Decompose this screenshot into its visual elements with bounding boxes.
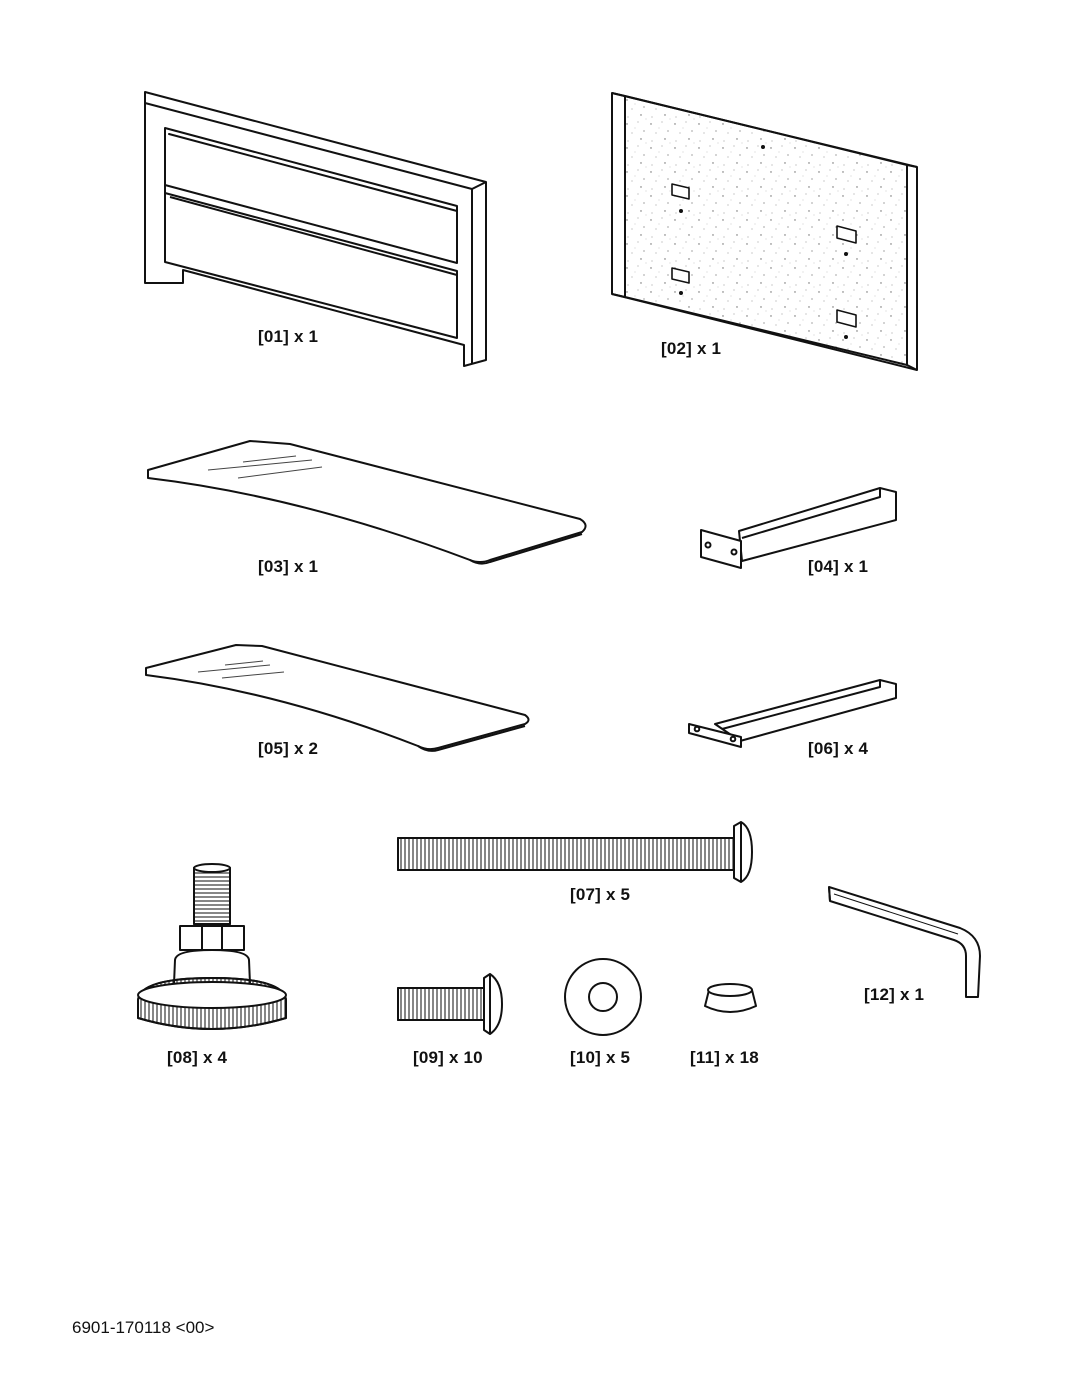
part-label-03: [03] x 1 — [258, 557, 319, 576]
part-10-washer — [564, 958, 642, 1036]
part-label-12: [12] x 1 — [864, 985, 925, 1004]
document-code: 6901-170118 <00> — [72, 1318, 215, 1337]
part-09-short-bolt — [397, 973, 503, 1035]
part-08-leveling-foot — [137, 863, 287, 1030]
part-label-05: [05] x 2 — [258, 739, 319, 758]
part-label-10: [10] x 5 — [570, 1048, 631, 1067]
part-12-hex-key — [828, 886, 981, 998]
part-04-bracket — [700, 487, 897, 569]
part-05-small-glass-shelf — [145, 644, 530, 752]
part-label-07: [07] x 5 — [570, 885, 631, 904]
part-label-01: [01] x 1 — [258, 327, 319, 346]
part-11-bumper-cap — [704, 983, 757, 1013]
part-label-02: [02] x 1 — [661, 339, 722, 358]
part-label-04: [04] x 1 — [808, 557, 869, 576]
part-07-long-bolt — [397, 821, 753, 883]
part-01-frame — [144, 91, 487, 367]
part-06-short-bracket — [688, 679, 897, 748]
part-03-large-glass-shelf — [147, 440, 587, 565]
part-02-back-panel — [611, 92, 918, 371]
part-label-08: [08] x 4 — [167, 1048, 228, 1067]
part-label-11: [11] x 18 — [690, 1048, 759, 1067]
part-label-09: [09] x 10 — [413, 1048, 483, 1067]
part-label-06: [06] x 4 — [808, 739, 869, 758]
